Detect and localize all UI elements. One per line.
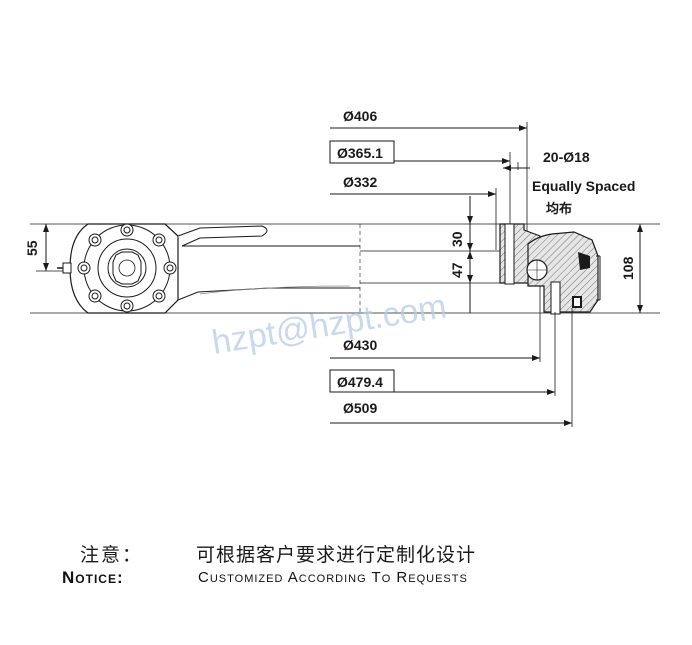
dim-holes-label: 20-Ø18: [543, 149, 590, 165]
slewing-ring-section: [499, 223, 601, 315]
dimension-30: 30: [449, 196, 473, 251]
dim-30-label: 30: [449, 231, 465, 247]
dimension-509: Ø509: [330, 308, 573, 427]
equally-spaced-label: Equally Spaced: [532, 178, 635, 194]
dim-47-label: 47: [449, 262, 465, 278]
dim-55-label: 55: [24, 240, 40, 256]
dimension-430: Ø430: [330, 286, 541, 362]
dimension-55: 55: [24, 224, 84, 272]
notice-en-text: Customized According To Requests: [198, 569, 468, 586]
dimension-108: 108: [620, 224, 643, 313]
worm-drive-housing: [57, 223, 179, 314]
watermark: hzpt@hzpt.com: [209, 287, 449, 362]
dimension-47: 47: [449, 251, 473, 313]
dimension-holes: 20-Ø18 Equally Spaced 均布: [503, 149, 635, 217]
dim-365-label: Ø365.1: [337, 145, 383, 161]
dim-509-label: Ø509: [343, 400, 377, 416]
notice-en-label: Notice:: [62, 568, 124, 587]
dimension-365: Ø365.1: [329, 140, 511, 250]
dim-430-label: Ø430: [343, 337, 377, 353]
notice-cn-label: 注意：: [80, 544, 144, 566]
dim-332-label: Ø332: [343, 174, 377, 190]
dimension-479: Ø479.4: [329, 312, 556, 396]
equally-spaced-cn-label: 均布: [546, 201, 572, 217]
worm-shaft-housing: [177, 224, 361, 313]
dimension-406: Ø406: [330, 108, 528, 250]
dimension-332: Ø332: [330, 174, 497, 250]
dim-479-label: Ø479.4: [337, 374, 383, 390]
dim-406-label: Ø406: [343, 108, 377, 124]
notice-cn-text: 可根据客户要求进行定制化设计: [196, 544, 477, 566]
dim-108-label: 108: [620, 256, 636, 280]
